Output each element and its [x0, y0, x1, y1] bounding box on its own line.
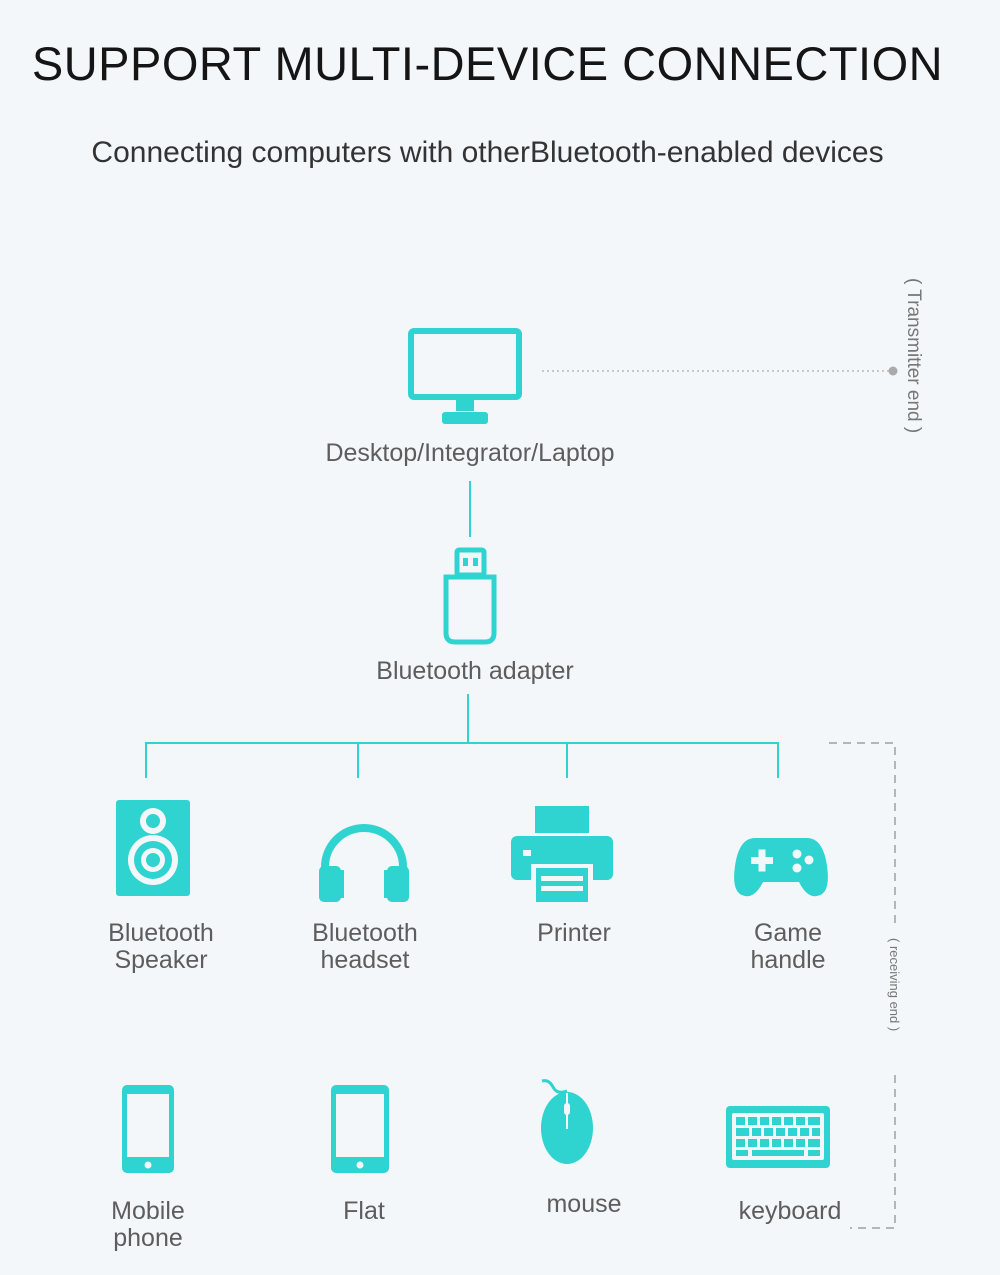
device-label-mouse: mouse [546, 1190, 622, 1218]
device-label-flat: Flat [343, 1197, 385, 1225]
headphones-icon [319, 824, 409, 902]
receiving-end-label: ( receiving end ) [887, 938, 902, 1032]
receiving-bracket-top [829, 742, 896, 928]
transmitter-end-label: ( Transmitter end ) [903, 278, 924, 434]
device-label-keyboard: keyboard [738, 1197, 842, 1225]
device-label-printer: Printer [537, 919, 611, 947]
computer-label: Desktop/Integrator/Laptop [325, 439, 615, 467]
keyboard-icon [726, 1106, 830, 1168]
monitor-icon [408, 328, 522, 424]
mobile-phone-icon [122, 1085, 174, 1173]
device-label-speaker: Bluetooth Speaker [108, 919, 214, 974]
adapter-label: Bluetooth adapter [376, 657, 574, 685]
usb-adapter-icon [443, 547, 497, 645]
page-title: SUPPORT MULTI-DEVICE CONNECTION [31, 37, 944, 90]
receiving-bracket-bottom [850, 1075, 896, 1229]
gamepad-icon [734, 838, 828, 897]
tablet-icon [331, 1085, 389, 1173]
page-subtitle: Connecting computers with otherBluetooth… [91, 136, 884, 169]
printer-icon [511, 806, 613, 902]
device-label-phone: Mobile phone [111, 1197, 185, 1252]
mouse-icon [541, 1079, 593, 1164]
device-label-gamepad: Game handle [750, 919, 826, 974]
speaker-icon [116, 800, 190, 896]
device-label-headset: Bluetooth headset [312, 919, 418, 974]
transmitter-dot [888, 366, 898, 376]
